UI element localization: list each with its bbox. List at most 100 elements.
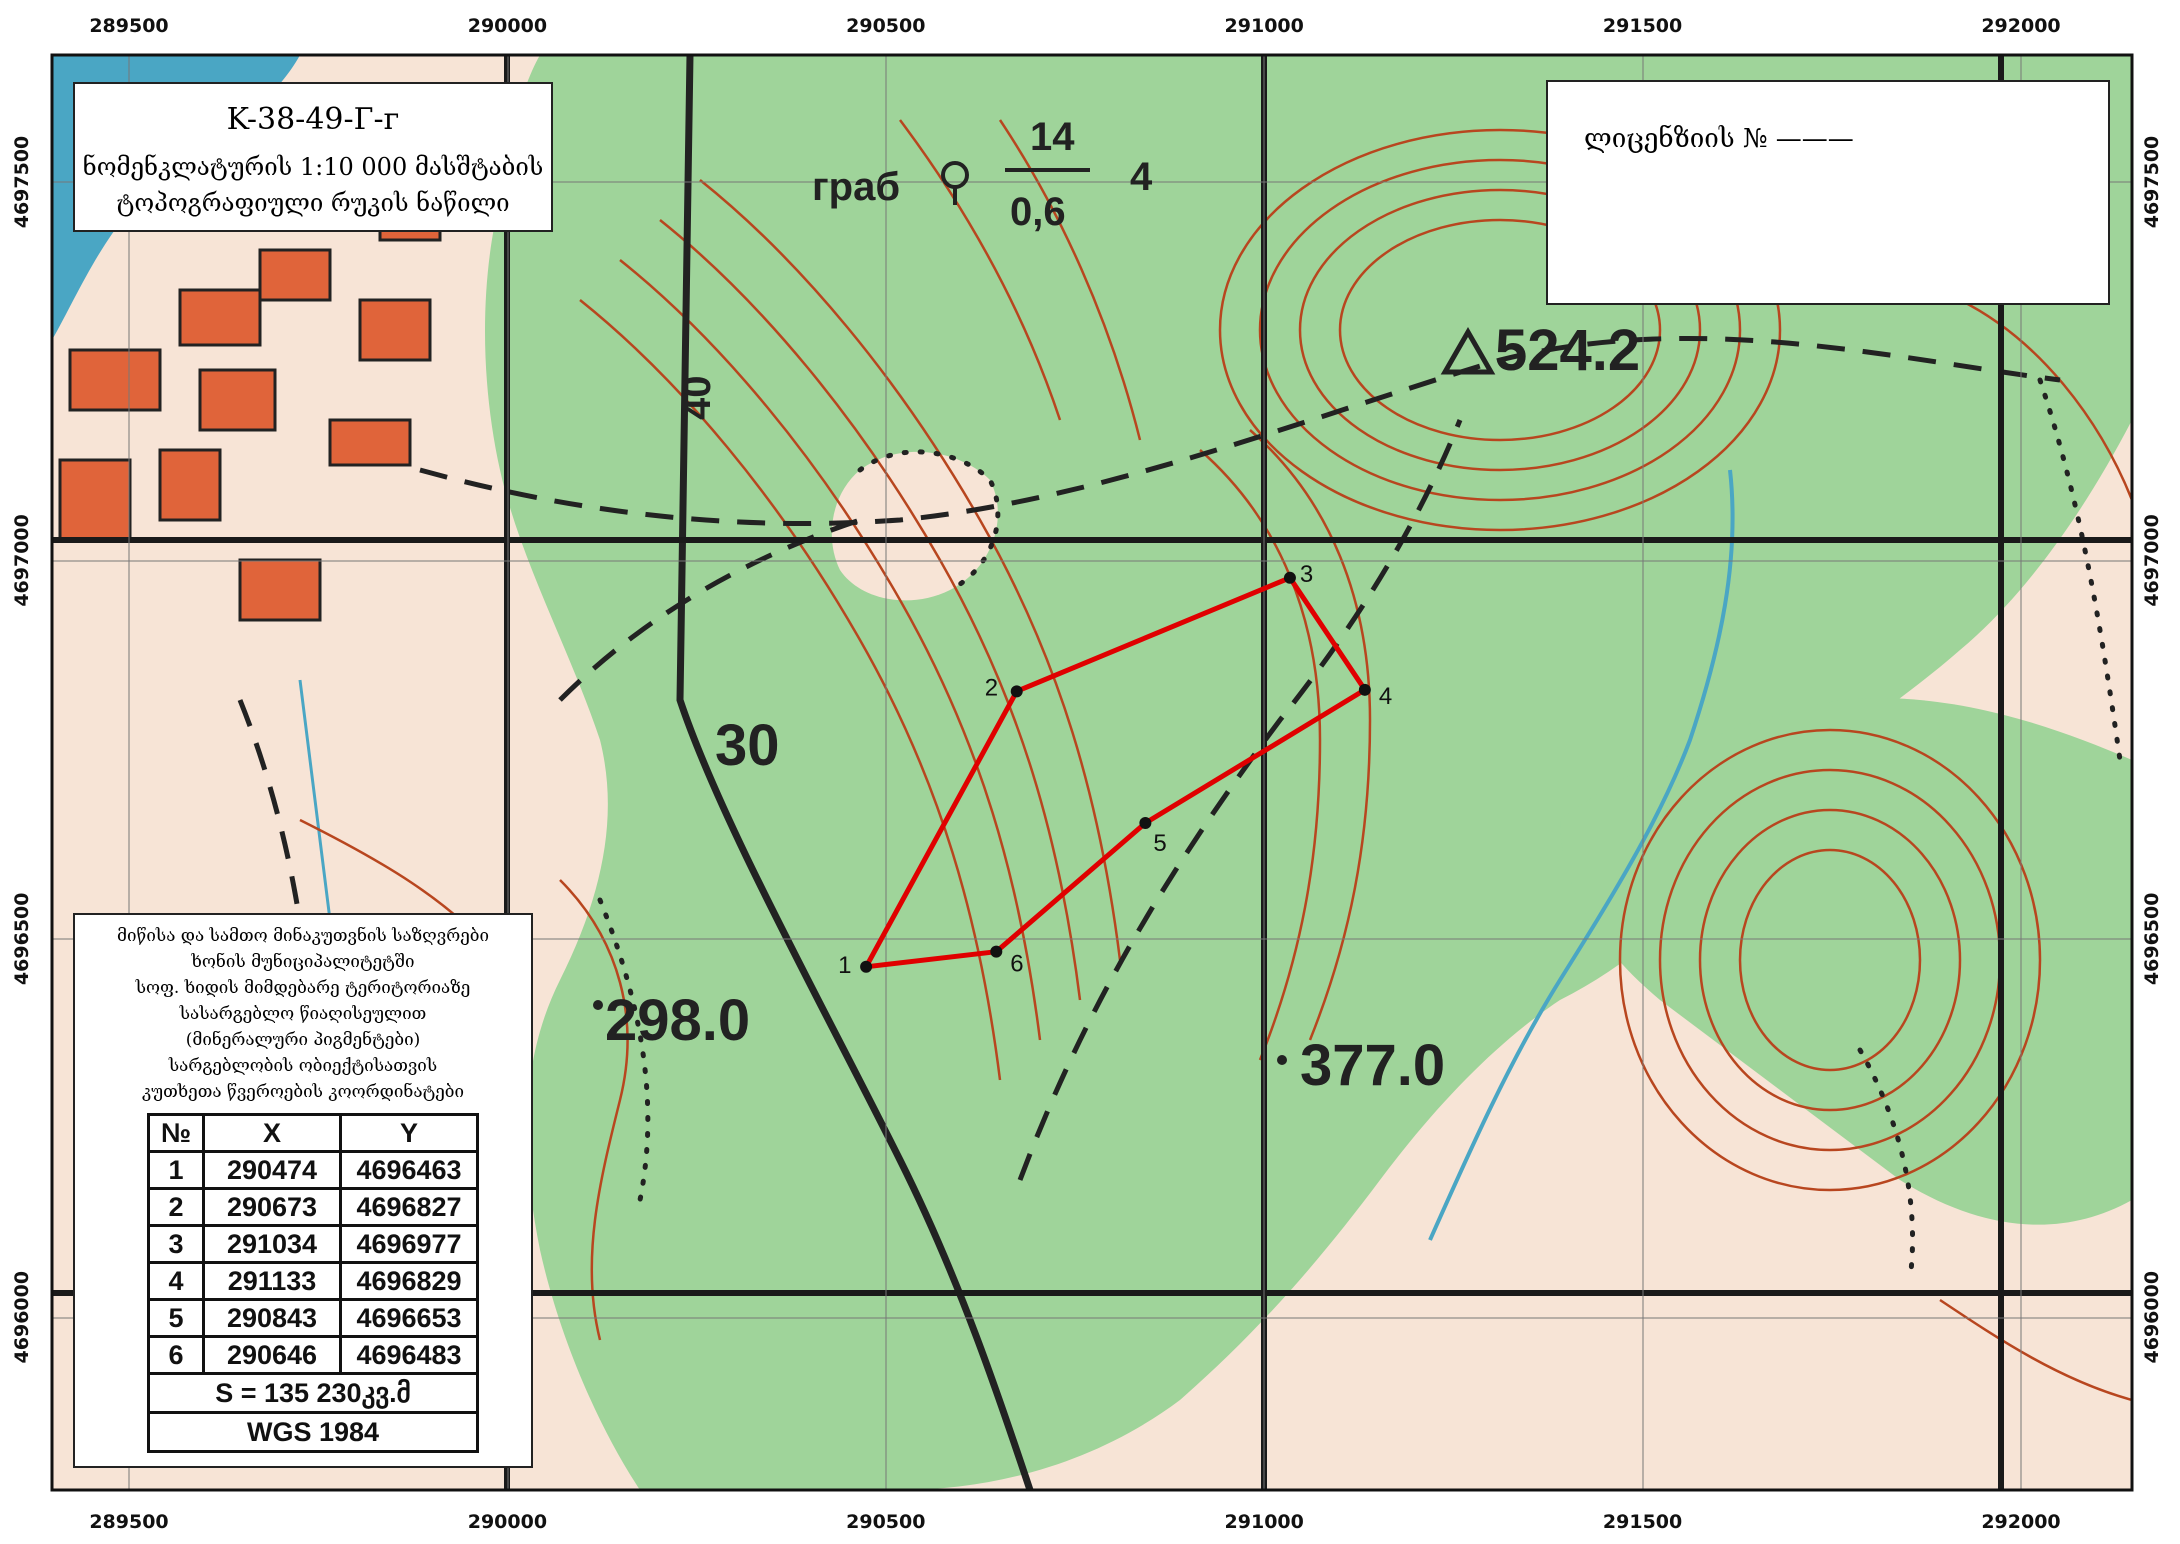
cell-number: 3	[147, 1224, 205, 1264]
cell-y: 4696977	[339, 1224, 479, 1264]
cell-number: 5	[147, 1298, 205, 1338]
road-number-label: 40	[675, 376, 719, 421]
cell-x: 290646	[202, 1335, 342, 1375]
vertex-point[interactable]	[990, 945, 1003, 958]
x-tick-label: 289500	[89, 1511, 168, 1533]
stream	[1428, 469, 1735, 1241]
table-area-row: S = 135 230კვ.მ	[147, 1372, 479, 1414]
license-number: ლიცენზიის № ———	[1584, 124, 1854, 154]
sheet-nomenclature: K-38-49-Г-г	[226, 102, 400, 137]
cell-number: 1	[147, 1150, 205, 1190]
y-tick-label: 4696500	[2141, 893, 2163, 986]
forest-note-species: граб	[812, 165, 900, 209]
cell-x: 290843	[202, 1298, 342, 1338]
summit-elevation: 524.2	[1495, 318, 1640, 383]
x-axis-top: 289500 290000 290500 291000 291500 292000	[89, 15, 2060, 37]
legend-line: სასარგებლო წიაღისეულით	[179, 1004, 427, 1024]
legend-line: კუთხეთა წვეროების კოორდინატები	[141, 1082, 464, 1102]
y-tick-label: 4696500	[11, 893, 33, 986]
table-row: 1 290474 4696463	[147, 1150, 479, 1190]
x-tick-label: 292000	[1981, 15, 2060, 37]
contour-lines	[299, 119, 2132, 1402]
legend-line: სარგებლობის ობიექტისათვის	[168, 1056, 438, 1076]
coordinates-table: № X Y 1 290474 4696463 2 290673 4696827 …	[147, 1113, 479, 1453]
y-axis-left: 4697500 4697000 4696500 4696000	[11, 136, 33, 1364]
vertex-label: 6	[1010, 951, 1023, 978]
title-line-2: ტოპოგრაფიული რუკის ნაწილი	[116, 189, 510, 217]
cell-y: 4696653	[339, 1298, 479, 1338]
vertex-point[interactable]	[860, 960, 873, 973]
header-y: Y	[339, 1113, 479, 1153]
cell-y: 4696827	[339, 1187, 479, 1227]
vertex-point[interactable]	[1283, 571, 1296, 584]
cell-x: 291034	[202, 1224, 342, 1264]
vertex-label: 3	[1300, 561, 1313, 588]
vertex-label: 2	[985, 674, 998, 701]
x-tick-label: 290500	[846, 15, 925, 37]
cell-number: 4	[147, 1261, 205, 1301]
cell-number: 2	[147, 1187, 205, 1227]
cell-y: 4696463	[339, 1150, 479, 1190]
cell-x: 290673	[202, 1187, 342, 1227]
table-row: 2 290673 4696827	[147, 1187, 479, 1227]
title-block: K-38-49-Г-г ნომენკლატურის 1:10 000 მასშტ…	[73, 82, 553, 232]
x-tick-label: 291500	[1603, 1511, 1682, 1533]
legend-line: ხონის მუნიციპალიტეტში	[191, 952, 415, 972]
vertex-label: 4	[1379, 683, 1392, 710]
vertex-point[interactable]	[1139, 817, 1152, 830]
legend-description: მიწისა და სამთო მინაკუთვნის საზღვრები ხო…	[75, 923, 531, 1105]
elevation-label-377: 377.0	[1300, 1033, 1445, 1098]
cell-y: 4696829	[339, 1261, 479, 1301]
legend-line: სოფ. ხიდის მიმდებარე ტერიტორიაზე	[135, 978, 471, 998]
x-tick-label: 291000	[1225, 15, 1304, 37]
cell-x: 291133	[202, 1261, 342, 1301]
license-block: ლიცენზიის № ———	[1546, 80, 2110, 305]
x-tick-label: 289500	[89, 15, 168, 37]
header-number: №	[147, 1113, 205, 1153]
table-datum-row: WGS 1984	[147, 1411, 479, 1453]
x-tick-label: 290500	[846, 1511, 925, 1533]
summit-marker: 524.2	[1440, 318, 1640, 383]
x-tick-label: 290000	[468, 15, 547, 37]
legend-line: (მინერალური პიგმენტები)	[185, 1030, 421, 1050]
map-frame	[50, 53, 2134, 1492]
grid-number-label: 30	[715, 713, 780, 778]
y-tick-label: 4697500	[2141, 136, 2163, 229]
table-row: 3 291034 4696977	[147, 1224, 479, 1264]
cell-x: 290474	[202, 1150, 342, 1190]
cell-y: 4696483	[339, 1335, 479, 1375]
y-tick-label: 4696000	[11, 1271, 33, 1364]
y-tick-label: 4697000	[11, 514, 33, 607]
forest-tree-symbol	[941, 161, 969, 205]
table-row: 4 291133 4696829	[147, 1261, 479, 1301]
header-x: X	[202, 1113, 342, 1153]
elevation-label-298: 298.0	[605, 988, 750, 1053]
x-axis-bottom: 289500 290000 290500 291000 291500 292000	[89, 1511, 2060, 1533]
vertex-point[interactable]	[1010, 685, 1023, 698]
y-tick-label: 4697500	[11, 136, 33, 229]
dotted-boundaries	[597, 377, 2123, 1283]
coordinates-legend: მიწისა და სამთო მინაკუთვნის საზღვრები ხო…	[73, 913, 533, 1468]
table-header-row: № X Y	[147, 1113, 479, 1153]
legend-line: მიწისა და სამთო მინაკუთვნის საზღვრები	[117, 926, 489, 946]
datum-value: WGS 1984	[147, 1411, 479, 1453]
cell-number: 6	[147, 1335, 205, 1375]
vertex-label: 1	[838, 952, 851, 979]
x-tick-label: 292000	[1981, 1511, 2060, 1533]
forest-area	[485, 55, 2132, 1490]
forest-note-top: 14	[1030, 115, 1075, 159]
x-tick-label: 290000	[468, 1511, 547, 1533]
road	[676, 55, 1034, 1490]
x-tick-label: 291000	[1225, 1511, 1304, 1533]
y-tick-label: 4696000	[2141, 1271, 2163, 1364]
table-row: 5 290843 4696653	[147, 1298, 479, 1338]
stream-west	[298, 679, 332, 921]
forest-east	[1560, 698, 2132, 1225]
area-value: S = 135 230კვ.მ	[147, 1372, 479, 1414]
dashed-tracks	[237, 336, 2061, 1181]
x-tick-label: 291500	[1603, 15, 1682, 37]
vertex-point[interactable]	[1358, 683, 1371, 696]
table-row: 6 290646 4696483	[147, 1335, 479, 1375]
